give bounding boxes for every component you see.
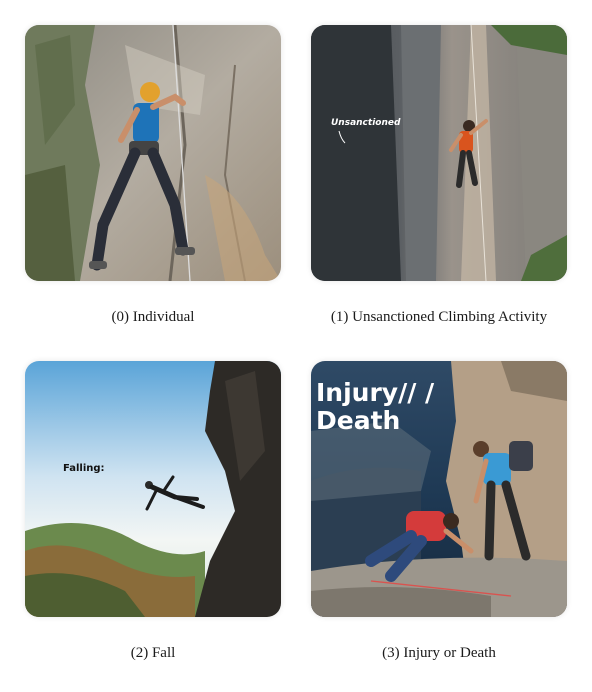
injured-climber-illustration: Injury// / Death <box>311 361 567 617</box>
caption-injury-or-death: (3) Injury or Death <box>382 645 496 661</box>
panel-fall-image: Falling: <box>25 361 281 617</box>
caption-fall: (2) Fall <box>130 645 176 661</box>
climber-on-rock-illustration <box>25 25 281 281</box>
injured-climber-figure <box>365 511 474 582</box>
caption-individual: (0) Individual <box>111 309 195 325</box>
cliff-climber-illustration: Unsanctioned <box>311 25 567 281</box>
panel-unsanctioned-image: Unsanctioned <box>311 25 567 281</box>
falling-person-illustration: Falling: <box>25 361 281 617</box>
death-overlay-label: Death <box>316 406 400 435</box>
panel-injury-death-image: Injury// / Death <box>311 361 567 617</box>
rescuer-figure <box>473 441 533 561</box>
falling-overlay-label: Falling: <box>63 463 105 474</box>
injury-overlay-label: Injury// / <box>316 378 435 407</box>
arrow-icon <box>338 130 346 144</box>
panel-individual-image <box>25 25 281 281</box>
falling-person-figure <box>145 475 205 511</box>
unsanctioned-overlay-label: Unsanctioned <box>331 118 401 128</box>
caption-unsanctioned-climbing: (1) Unsanctioned Climbing Activity <box>330 309 548 325</box>
